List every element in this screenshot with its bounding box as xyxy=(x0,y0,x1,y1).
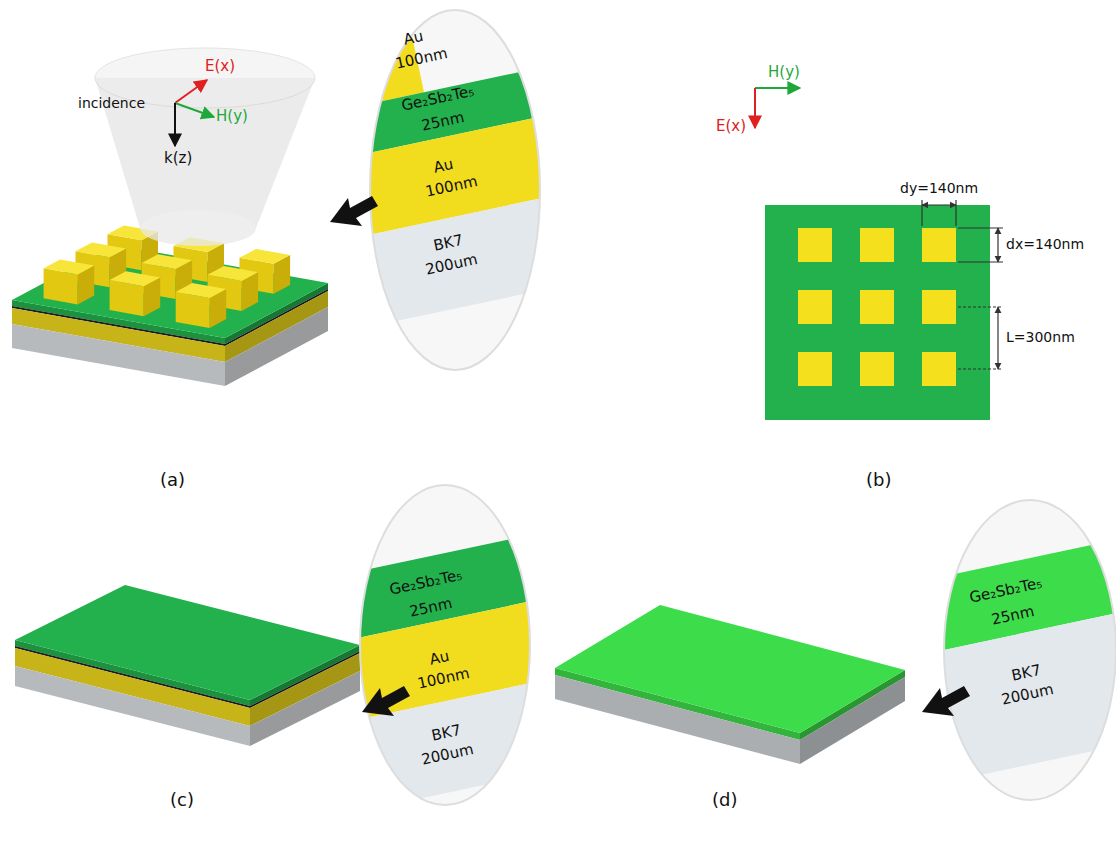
callout-c xyxy=(314,531,598,811)
au-square xyxy=(860,352,894,386)
dimension-label: dy=140nm xyxy=(900,180,978,196)
au-square xyxy=(860,290,894,324)
layer-face xyxy=(12,324,225,386)
panel-label: (a) xyxy=(160,470,185,491)
au-square xyxy=(922,352,956,386)
panel-label: (b) xyxy=(866,470,891,491)
field-label: H(y) xyxy=(768,64,800,81)
dimension-lines xyxy=(922,200,1003,369)
au-square xyxy=(922,290,956,324)
au-square xyxy=(860,228,894,262)
cone-spot xyxy=(140,210,256,246)
panel-label: (d) xyxy=(712,790,737,811)
au-cube xyxy=(176,283,227,298)
au-cube xyxy=(208,266,259,281)
au-cube xyxy=(142,254,193,269)
top-face xyxy=(555,605,905,733)
au-square xyxy=(798,290,832,324)
field-label: E(x) xyxy=(716,118,746,135)
au-cube xyxy=(240,249,291,264)
callout-a xyxy=(307,0,601,327)
top-face xyxy=(15,585,360,700)
au-cube xyxy=(44,260,95,275)
wavevector-label: k(z) xyxy=(164,150,192,167)
top-face xyxy=(12,245,328,338)
au-square xyxy=(922,228,956,262)
au-square xyxy=(798,228,832,262)
field-label: H(y) xyxy=(216,108,248,125)
dimension-label: dx=140nm xyxy=(1006,236,1084,252)
top-view xyxy=(765,205,990,420)
panel-label: (c) xyxy=(170,790,194,811)
pointer-arrow xyxy=(330,196,378,226)
au-square xyxy=(798,352,832,386)
field-label: E(x) xyxy=(205,58,235,75)
au-cube xyxy=(76,242,127,257)
dimension-label: L=300nm xyxy=(1006,329,1075,345)
beam-label: incidence xyxy=(78,95,145,111)
callout-d xyxy=(904,535,1116,782)
au-cube xyxy=(110,271,161,286)
